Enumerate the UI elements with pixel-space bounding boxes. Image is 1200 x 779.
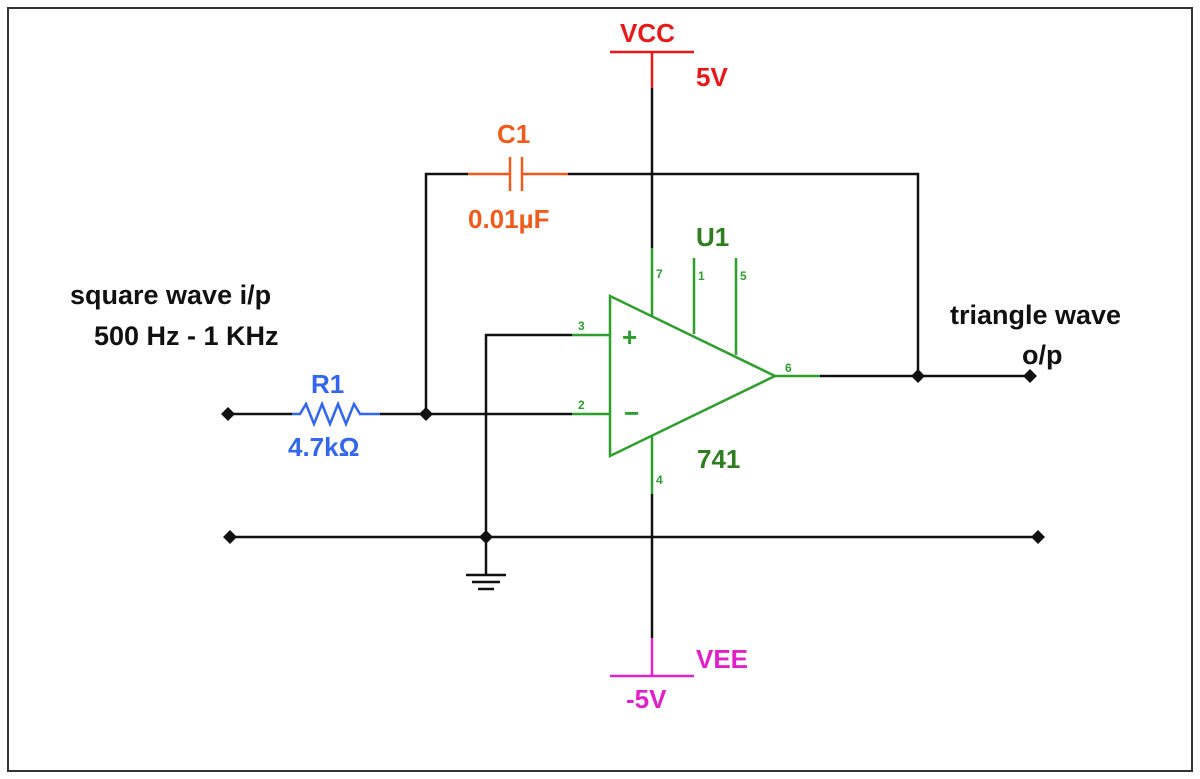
wire-noninv-to-ground <box>484 333 572 538</box>
vcc-value: 5V <box>696 62 728 92</box>
opamp-u1: + − 7 1 5 3 2 6 4 U1 741 <box>572 222 820 494</box>
terminal-output <box>1023 369 1037 383</box>
pin-label-noninv: 3 <box>578 319 585 333</box>
vee-value: -5V <box>626 684 667 714</box>
ground-symbol <box>466 538 506 591</box>
opamp-plus-sign: + <box>622 322 637 352</box>
input-label-line1: square wave i/p <box>70 280 271 310</box>
junction-feedback <box>419 407 433 421</box>
pin-label-output: 6 <box>785 361 792 375</box>
resistor-r1: R1 4.7kΩ <box>288 369 380 462</box>
opamp-triangle <box>608 294 778 458</box>
opamp-minus-sign: − <box>624 398 639 428</box>
pin-label-vpos: 7 <box>656 267 663 281</box>
frame-border <box>7 7 1193 772</box>
capacitor-value: 0.01µF <box>468 204 549 234</box>
pin-label-offset1: 1 <box>698 269 705 283</box>
wires <box>228 88 1038 638</box>
pin-label-offset2: 5 <box>740 269 747 283</box>
pin-label-vneg: 4 <box>656 473 663 487</box>
capacitor-ref: C1 <box>497 119 530 149</box>
resistor-zigzag <box>292 400 380 428</box>
junction-output <box>911 369 925 383</box>
pin-label-inv: 2 <box>578 398 585 412</box>
terminal-ground-left <box>223 530 237 544</box>
terminal-input <box>221 407 235 421</box>
vcc-supply: VCC 5V <box>610 18 728 92</box>
junctions <box>221 369 1045 544</box>
vcc-name: VCC <box>620 18 675 48</box>
input-label-line2: 500 Hz - 1 KHz <box>94 321 279 351</box>
wire-feedback-left <box>424 172 468 414</box>
opamp-model: 741 <box>697 444 740 474</box>
output-label-line2: o/p <box>1022 340 1063 370</box>
resistor-value: 4.7kΩ <box>288 432 359 462</box>
opamp-ref: U1 <box>696 222 729 252</box>
resistor-ref: R1 <box>311 369 344 399</box>
capacitor-c1: C1 0.01µF <box>468 119 568 234</box>
terminal-ground-right <box>1031 530 1045 544</box>
vee-name: VEE <box>696 644 748 674</box>
wire-feedback-right <box>568 172 920 376</box>
junction-ground <box>479 530 493 544</box>
output-label-line1: triangle wave <box>950 300 1121 330</box>
vee-supply: VEE -5V <box>610 638 748 714</box>
